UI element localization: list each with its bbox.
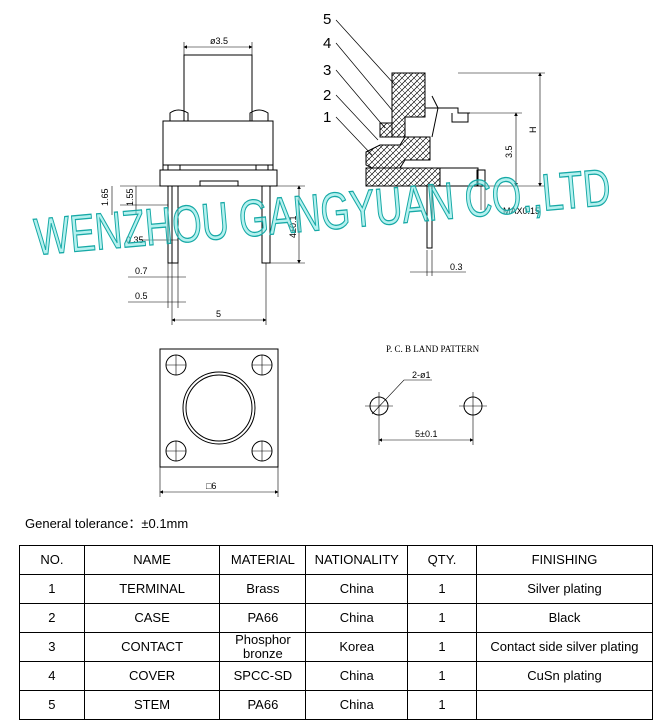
top-view-outline — [159, 348, 279, 468]
technical-drawing: ø3.5 1.65 1.55 0.35 0.7 0.5 5 4±0.1 — [31, 11, 613, 497]
cell-nationality: Korea — [305, 632, 408, 662]
callout-2: 2 — [323, 87, 331, 104]
pcb-pitch-dim: 5±0.1 — [415, 429, 437, 439]
callout-4: 4 — [323, 35, 331, 52]
header-nationality: NATIONALITY — [305, 545, 408, 575]
cell-name: COVER — [83, 661, 221, 691]
header-material: MATERIAL — [219, 545, 307, 575]
dim-square-6: □6 — [206, 481, 216, 491]
cell-qty: 1 — [407, 574, 477, 604]
dim-3-5: 3.5 — [504, 145, 514, 158]
dim-height-H: H — [528, 127, 538, 134]
cell-qty: 1 — [407, 690, 477, 720]
cell-nationality: China — [305, 661, 408, 691]
side-section-view — [335, 19, 545, 276]
cell-qty: 1 — [407, 603, 477, 633]
dim-0-7: 0.7 — [135, 266, 148, 276]
cell-name: CASE — [83, 603, 221, 633]
dim-max-0-15: MAX0.15 — [503, 206, 540, 216]
cell-nationality: China — [305, 603, 408, 633]
company-watermark: WENZHOU GANGYUAN CO.,LTD — [32, 159, 613, 267]
pcb-title: P. C. B LAND PATTERN — [386, 344, 480, 354]
dim-1-65: 1.65 — [100, 188, 110, 206]
cell-finishing — [475, 690, 654, 720]
header-finishing: FINISHING — [475, 545, 654, 575]
cell-finishing: Contact side silver plating — [475, 632, 654, 662]
cell-qty: 1 — [407, 661, 477, 691]
cell-material: SPCC-SD — [219, 661, 307, 691]
cell-material: Brass — [219, 574, 307, 604]
pcb-land-pattern — [365, 379, 487, 445]
header-no: NO. — [19, 545, 85, 575]
cell-material: PA66 — [219, 603, 307, 633]
cell-qty: 1 — [407, 632, 477, 662]
terminal-left — [167, 185, 179, 264]
cell-name: CONTACT — [83, 632, 221, 662]
header-qty: QTY. — [407, 545, 477, 575]
dim-0-3: 0.3 — [450, 262, 463, 272]
cell-no: 4 — [19, 661, 85, 691]
dim-stem-diameter: ø3.5 — [210, 36, 228, 46]
pcb-hole-dim: 2-ø1 — [412, 370, 431, 380]
cell-finishing: CuSn plating — [475, 661, 654, 691]
callout-5: 5 — [323, 11, 331, 28]
table-header-row: NO. NAME MATERIAL NATIONALITY QTY. FINIS… — [19, 545, 654, 575]
cell-no: 2 — [19, 603, 85, 633]
cell-material: Phosphor bronze — [219, 632, 307, 662]
dim-0-35: 0.35 — [126, 235, 144, 245]
stem-section — [391, 72, 426, 138]
cell-no: 5 — [19, 690, 85, 720]
top-view — [159, 348, 279, 497]
case-outline — [162, 120, 274, 171]
header-name: NAME — [83, 545, 221, 575]
callout-1: 1 — [323, 109, 331, 126]
table-row: 4 COVER SPCC-SD China 1 CuSn plating — [19, 661, 654, 691]
dim-terminal-4: 4±0.1 — [288, 216, 298, 238]
cell-name: TERMINAL — [83, 574, 221, 604]
stem-outline — [183, 54, 253, 122]
dim-pitch-5: 5 — [216, 309, 221, 319]
dim-0-5: 0.5 — [135, 291, 148, 301]
cell-no: 1 — [19, 574, 85, 604]
bill-of-materials-table: NO. NAME MATERIAL NATIONALITY QTY. FINIS… — [19, 545, 654, 720]
front-view — [111, 42, 305, 325]
callout-3: 3 — [323, 62, 331, 79]
stem-circle — [182, 371, 256, 445]
cell-name: STEM — [83, 690, 221, 720]
table-row: 5 STEM PA66 China 1 — [19, 690, 654, 720]
dim-1-55: 1.55 — [125, 188, 135, 206]
case-section — [365, 136, 431, 169]
general-tolerance: General tolerance：±0.1mm — [25, 516, 189, 531]
table-row: 1 TERMINAL Brass China 1 Silver plating — [19, 574, 654, 604]
cell-material: PA66 — [219, 690, 307, 720]
cell-finishing: Silver plating — [475, 574, 654, 604]
table-row: 3 CONTACT Phosphor bronze Korea 1 Contac… — [19, 632, 654, 662]
cell-no: 3 — [19, 632, 85, 662]
cell-finishing: Black — [475, 603, 654, 633]
cell-nationality: China — [305, 690, 408, 720]
cell-nationality: China — [305, 574, 408, 604]
table-row: 2 CASE PA66 China 1 Black — [19, 603, 654, 633]
